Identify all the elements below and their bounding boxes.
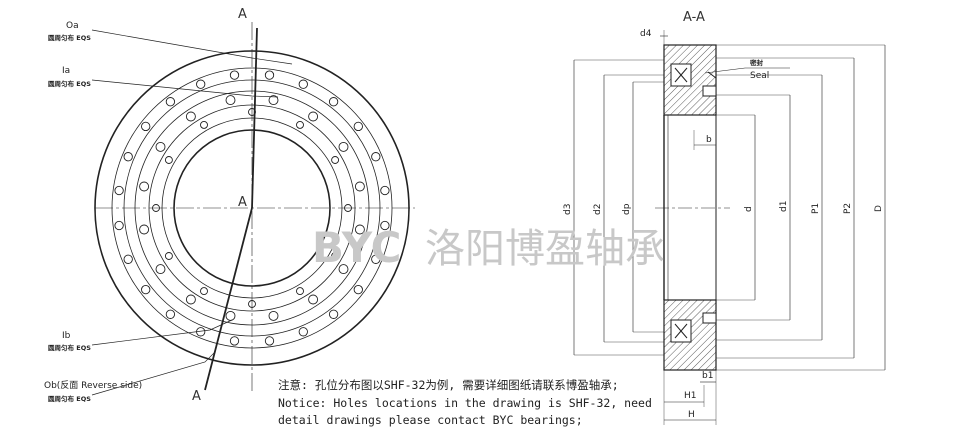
mid-bolt-hole [354,224,365,235]
front-view [91,22,415,396]
lower-seal [702,312,717,324]
outer-bolt-hole [114,185,124,196]
section-title: A-A [683,10,705,25]
leader-ib [91,319,233,346]
label-oa-sub: 圆周匀布 EQS [48,33,91,42]
mid-bolt-hole [308,294,319,305]
outer-bolt-hole [165,309,176,319]
outer-bolt-hole [328,97,339,107]
upper-seal [702,85,717,97]
outer-bolt-hole [114,220,124,231]
dim-label-dp: dp [622,203,632,215]
label-ob-sub: 圆周匀布 EQS [48,394,91,403]
dim-label-b1: b1 [702,371,713,381]
mid-bolt-hole [308,111,319,122]
outer-bolt-hole [141,121,151,132]
outer-bolt-hole [298,79,308,89]
section-view [573,30,886,425]
mid-holes [139,95,365,321]
mid-bolt-hole [268,95,279,106]
label-ob: Ob(反面 Reverse side) [44,380,142,391]
outer-bolt-hole [380,220,390,231]
label-ia-sub: 圆周匀布 EQS [48,79,91,88]
outer-bolt-hole [123,254,133,264]
outer-bolt-hole [165,97,176,107]
leader-oa [91,29,293,65]
outer-bolt-hole [229,70,240,80]
note-line-en-2: detail drawings please contact BYC beari… [278,413,583,427]
inner-bolt-hole [164,252,173,260]
mid-bolt-hole [155,264,166,275]
outer-bolt-hole [353,284,363,295]
outer-bolt-hole [371,152,381,162]
dim-label-b: b [706,135,712,145]
watermark-brand: BYC [312,223,401,272]
dim-label-d2: d2 [593,204,603,215]
section-line-upper [251,27,258,209]
section-label-top: A [238,7,247,22]
outer-bolt-hole [353,121,363,132]
leader-ob [91,351,216,396]
outer-bolt-hole [380,185,390,196]
outer-bolt-hole [264,70,275,80]
outer-bolt-hole [196,79,206,89]
section-label-bottom: A [192,389,201,404]
dim-label-h: H [688,410,695,420]
label-ia: Ia [62,66,70,76]
inner-bolt-hole [200,120,208,129]
outer-bolt-hole [371,254,381,264]
mid-bolt-hole [268,310,279,321]
leader-ia [91,79,279,98]
mid-bolt-hole [354,181,365,192]
mid-bolt-hole [155,141,166,152]
mid-bolt-hole [185,294,196,305]
outer-bolt-hole [229,336,240,346]
upper-roller-x2 [674,67,688,83]
inner-bolt-hole [164,156,173,164]
lower-roller-x2 [674,323,688,339]
outer-bolt-hole [123,152,133,162]
mid-bolt-hole [338,141,349,152]
seal-leader [704,67,790,74]
dim-label-D: D [874,205,884,212]
label-oa: Oa [66,21,79,31]
dim-label-p1: P1 [811,203,821,214]
dim-label-d3: d3 [563,204,573,215]
note-line-cn: 注意: 孔位分布图以SHF-32为例, 需要详细图纸请联系博盈轴承; [278,378,619,392]
label-ib: Ib [62,331,71,341]
inner-bolt-hole [331,156,340,164]
seal-label-cn: 密封 [750,58,764,67]
outer-bolt-hole [141,284,151,295]
label-ib-sub: 圆周匀布 EQS [48,343,91,352]
inner-bolt-hole [296,120,304,129]
section-label-center: A [238,195,247,210]
inner-bolt-hole [296,287,304,296]
inner-bolt-hole [331,252,340,260]
dim-label-h1: H1 [684,391,697,401]
outer-bolt-hole [298,327,308,337]
mid-bolt-hole [185,111,196,122]
seal-label: Seal [750,71,769,81]
dim-label-d1: d1 [779,201,789,212]
note-line-en-1: Notice: Holes locations in the drawing i… [278,396,652,410]
upper-seal-mark [707,71,717,79]
watermark-company: 洛阳博盈轴承 [425,226,665,272]
section-line-lower [204,207,253,391]
mid-bolt-hole [139,224,150,235]
outer-bolt-hole [264,336,275,346]
inner-bolt-hole [200,287,208,296]
mid-bolt-hole [139,181,150,192]
outer-bolt-hole [328,309,339,319]
mid-bolt-hole [225,310,236,321]
dim-label-p2: P2 [843,203,853,214]
mid-bolt-hole [225,95,236,106]
dim-label-d: d [744,206,754,212]
mid-bolt-hole [338,264,349,275]
outer-holes [114,70,390,346]
dim-label-d4: d4 [640,29,652,39]
